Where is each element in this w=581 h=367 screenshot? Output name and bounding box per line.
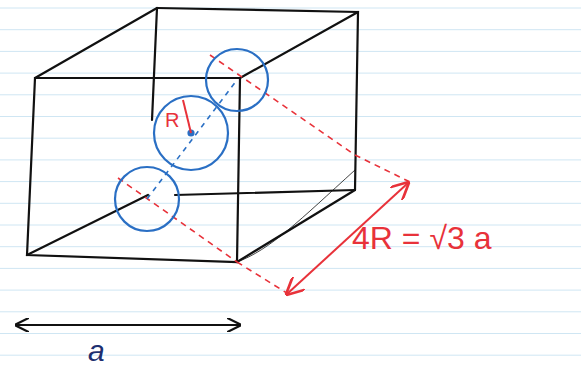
ruling-line: [0, 51, 581, 52]
ruling-line: [0, 311, 581, 312]
ruling-line: [0, 159, 581, 160]
ruling-line: [0, 355, 581, 356]
edge-dimension-arrow: [16, 324, 240, 326]
ruling-line: [0, 333, 581, 334]
radius-label: R: [165, 110, 179, 130]
atoms: [115, 49, 268, 231]
ruling-line: [0, 268, 581, 269]
ruling-line: [0, 246, 581, 247]
ruling-line: [0, 181, 581, 182]
ruling-line: [0, 138, 581, 139]
body-diagonal: [118, 55, 410, 295]
notebook-lines: [0, 8, 581, 355]
ruling-line: [0, 29, 581, 30]
cube: [27, 8, 358, 262]
ruling-line: [0, 203, 581, 204]
ruling-line: [0, 94, 581, 95]
ruling-line: [0, 116, 581, 117]
edge-label: a: [88, 336, 105, 366]
dimension-label: 4R = √3 a: [352, 222, 491, 254]
ruling-line: [0, 73, 581, 74]
ruling-line: [0, 8, 581, 9]
radius-line: [183, 100, 191, 133]
